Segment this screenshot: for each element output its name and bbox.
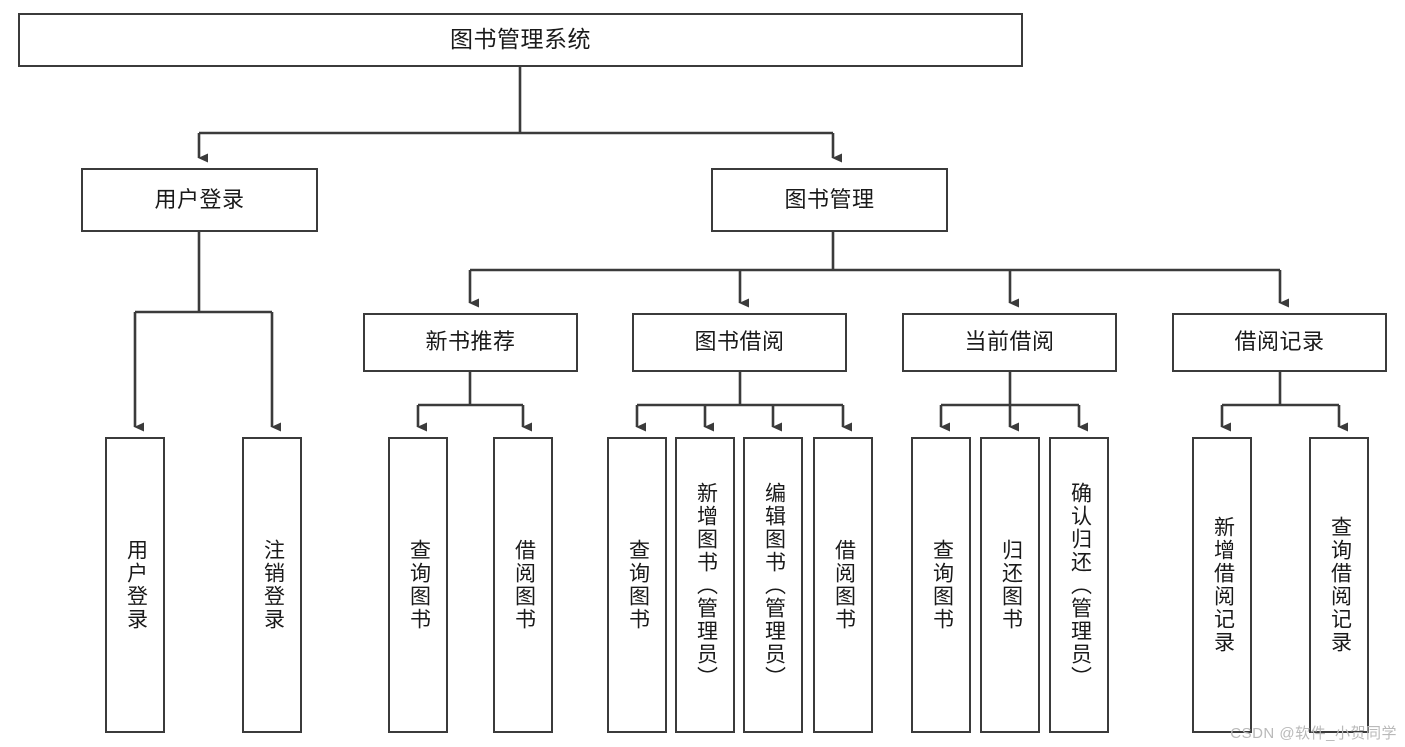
node-label: 新增图书（管理员）	[694, 481, 718, 689]
node-leaf-add-record[interactable]: 新增借阅记录	[1192, 437, 1252, 733]
node-label: 归还图书	[999, 539, 1023, 631]
node-label: 查询图书	[626, 539, 650, 631]
node-new-book-recommend[interactable]: 新书推荐	[363, 313, 578, 372]
node-label: 图书借阅	[694, 329, 785, 355]
node-leaf-query-book-2[interactable]: 查询图书	[607, 437, 667, 733]
node-label: 借阅图书	[512, 539, 536, 631]
node-label: 用户登录	[154, 186, 245, 212]
node-leaf-add-book[interactable]: 新增图书（管理员）	[675, 437, 735, 733]
node-label: 借阅记录	[1234, 329, 1325, 355]
node-label: 图书管理系统	[450, 26, 591, 53]
node-label: 用户登录	[124, 539, 148, 631]
node-leaf-return-book[interactable]: 归还图书	[980, 437, 1040, 733]
node-current-borrow[interactable]: 当前借阅	[902, 313, 1117, 372]
node-label: 查询图书	[930, 539, 954, 631]
node-leaf-query-record[interactable]: 查询借阅记录	[1309, 437, 1369, 733]
node-book-borrow[interactable]: 图书借阅	[632, 313, 847, 372]
node-label: 新增借阅记录	[1211, 516, 1235, 654]
node-label: 注销登录	[261, 539, 285, 631]
node-leaf-query-book-1[interactable]: 查询图书	[388, 437, 448, 733]
node-book-manage[interactable]: 图书管理	[711, 168, 948, 232]
node-leaf-borrow-book-2[interactable]: 借阅图书	[813, 437, 873, 733]
node-label: 借阅图书	[832, 539, 856, 631]
node-borrow-record[interactable]: 借阅记录	[1172, 313, 1387, 372]
node-label: 确认归还（管理员）	[1068, 481, 1092, 689]
node-user-login[interactable]: 用户登录	[81, 168, 318, 232]
node-label: 查询图书	[407, 539, 431, 631]
csdn-watermark: CSDN @软件_小贺同学	[1230, 725, 1397, 742]
node-label: 当前借阅	[964, 329, 1055, 355]
node-label: 查询借阅记录	[1328, 516, 1352, 654]
node-leaf-confirm-return[interactable]: 确认归还（管理员）	[1049, 437, 1109, 733]
node-label: 图书管理	[784, 186, 875, 212]
node-label: 编辑图书（管理员）	[762, 481, 786, 689]
node-root-book-management-system[interactable]: 图书管理系统	[18, 13, 1023, 67]
node-leaf-query-book-3[interactable]: 查询图书	[911, 437, 971, 733]
node-leaf-user-login[interactable]: 用户登录	[105, 437, 165, 733]
node-leaf-logout-login[interactable]: 注销登录	[242, 437, 302, 733]
node-leaf-edit-book[interactable]: 编辑图书（管理员）	[743, 437, 803, 733]
node-label: 新书推荐	[425, 329, 516, 355]
node-leaf-borrow-book-1[interactable]: 借阅图书	[493, 437, 553, 733]
